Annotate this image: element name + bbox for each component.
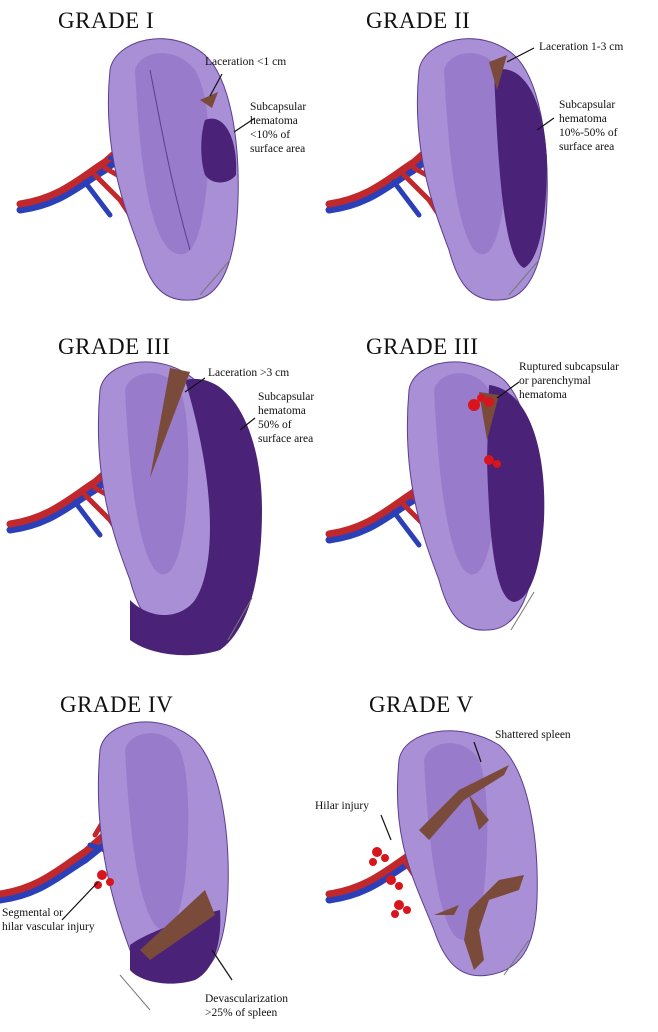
panel-grade-1: GRADE I Laceration <1 cm Subcapsular hem… — [0, 0, 329, 330]
hilar-injury-label: Hilar injury — [315, 799, 369, 813]
laceration-label: Laceration >3 cm — [208, 366, 289, 380]
hematoma-label: Subcapsular hematoma 50% of surface area — [258, 390, 314, 446]
vascular-injury-label: Segmental or hilar vascular injury — [2, 906, 95, 934]
panel-grade-3b: GRADE III Ruptured subcapsular or parenc… — [329, 330, 658, 670]
hematoma-label: Subcapsular hematoma 10%-50% of surface … — [559, 98, 617, 154]
hematoma-label: Subcapsular hematoma <10% of surface are… — [250, 100, 306, 156]
spleen-illustration — [329, 670, 658, 1032]
panel-grade-3a: GRADE III Laceration >3 cm Subcapsular h… — [0, 330, 329, 670]
panel-grade-2: GRADE II Laceration 1-3 cm Subcapsular h… — [329, 0, 658, 330]
laceration-label: Laceration 1-3 cm — [539, 40, 623, 54]
spleen-illustration — [0, 330, 329, 670]
spleen-illustration — [0, 0, 329, 330]
panel-grade-4: GRADE IV Segmental or hilar vascular inj… — [0, 670, 329, 1032]
shattered-spleen-label: Shattered spleen — [495, 728, 571, 742]
ruptured-hematoma-label: Ruptured subcapsular or parenchymal hema… — [519, 360, 619, 402]
panel-grade-5: GRADE V Shattered spleen Hilar injury — [329, 670, 658, 1032]
devascularization-label: Devascularization >25% of spleen — [205, 992, 288, 1020]
spleen-illustration — [0, 670, 329, 1032]
laceration-label: Laceration <1 cm — [205, 55, 286, 69]
